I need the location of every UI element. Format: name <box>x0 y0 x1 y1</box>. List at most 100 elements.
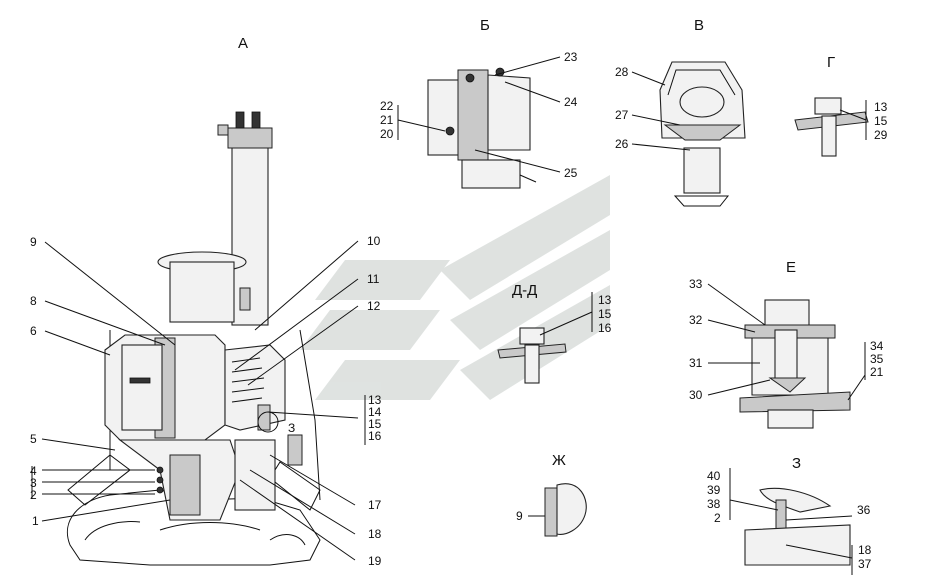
view-title-v: В <box>694 17 704 34</box>
callout-dd-15: 15 <box>598 307 612 321</box>
callout-10: 10 <box>367 234 381 248</box>
callout-15: 15 <box>368 417 382 431</box>
view-e: Е 33 32 31 30 34 35 21 <box>689 259 884 429</box>
view-dd-leaders <box>539 292 593 336</box>
view-v-cap-inner <box>667 69 736 96</box>
callout-e-32: 32 <box>689 313 703 327</box>
callout-b-21: 21 <box>380 113 394 127</box>
pipe-17 <box>234 439 276 511</box>
callout-v-28: 28 <box>615 65 629 79</box>
callout-8: 8 <box>30 294 37 308</box>
view-b-bolt <box>465 73 475 83</box>
callout-4: 4 <box>30 464 37 478</box>
callout-13: 13 <box>368 393 382 407</box>
view-v-leaders <box>631 71 691 151</box>
callout-e-34: 34 <box>870 339 884 353</box>
view-dd: Д-Д 13 15 16 <box>497 282 612 384</box>
view-dd-stud <box>524 344 540 384</box>
callout-e-30: 30 <box>689 388 703 402</box>
callout-z-2: 2 <box>714 511 721 525</box>
callout-zh-9: 9 <box>516 509 523 523</box>
callout-b-25: 25 <box>564 166 578 180</box>
air-cleaner-body <box>169 261 235 323</box>
intake-hose <box>224 344 286 431</box>
view-b-cable <box>519 174 537 183</box>
view-zh-stud <box>544 487 558 537</box>
view-g: Г 13 15 29 <box>794 54 888 157</box>
callout-b-24: 24 <box>564 95 578 109</box>
view-dd-nut <box>519 327 545 345</box>
callout-e-33: 33 <box>689 277 703 291</box>
view-b-pipe <box>487 74 531 151</box>
callout-dd-13: 13 <box>598 293 612 307</box>
view-v: В 28 27 26 <box>615 17 746 207</box>
manifold-flange <box>169 454 201 516</box>
view-e-leaders <box>707 283 866 401</box>
callout-14: 14 <box>368 405 382 419</box>
view-v-bulb <box>679 86 725 118</box>
callout-b-23: 23 <box>564 50 578 64</box>
exhaust-bracket <box>217 124 229 136</box>
view-z: З 40 39 38 2 36 18 37 <box>707 455 872 575</box>
view-v-stem <box>683 147 721 194</box>
view-g-nut <box>814 97 842 115</box>
callout-19: 19 <box>368 554 382 568</box>
tractor-body-contour <box>84 521 306 546</box>
callout-18: 18 <box>368 527 382 541</box>
view-z-leaders <box>729 468 853 575</box>
view-title-b: Б <box>480 17 490 34</box>
callout-11: 11 <box>367 272 380 286</box>
view-e-pipe <box>767 409 814 429</box>
view-b: Б 22 21 20 23 24 25 <box>380 17 578 189</box>
callout-g-13: 13 <box>874 100 888 114</box>
callout-1: 1 <box>32 514 39 528</box>
view-v-base <box>663 124 742 141</box>
callout-3: 3 <box>30 476 37 490</box>
callout-v-27: 27 <box>615 108 629 122</box>
nipple-fitting <box>287 434 303 466</box>
hose-corrugation <box>231 357 265 403</box>
main-view: А З <box>30 35 382 568</box>
view-g-leaders <box>839 100 867 140</box>
exhaust-clamp <box>227 127 273 149</box>
filter-clip <box>129 377 151 384</box>
callout-z-38: 38 <box>707 497 721 511</box>
callout-6: 6 <box>30 324 37 338</box>
hose-clamp <box>257 404 271 431</box>
view-e-cone <box>768 377 807 393</box>
view-b-leaders <box>397 56 561 173</box>
view-e-cap <box>764 299 810 329</box>
section-z-marker: З <box>288 421 295 435</box>
view-title-e: Е <box>786 259 796 276</box>
view-title-dd: Д-Д <box>512 282 537 299</box>
callout-v-26: 26 <box>615 137 629 151</box>
callout-dd-16: 16 <box>598 321 612 335</box>
air-cleaner-latch <box>239 287 251 311</box>
exhaust-bolt-2 <box>251 111 261 129</box>
view-b-bracket <box>461 159 521 189</box>
bolt-4 <box>156 466 164 474</box>
callout-z-39: 39 <box>707 483 721 497</box>
callout-e-35: 35 <box>870 352 884 366</box>
filter-element <box>121 344 163 431</box>
view-zh: Ж 9 <box>516 452 587 537</box>
callout-5: 5 <box>30 432 37 446</box>
callout-z-18: 18 <box>858 543 872 557</box>
callout-16: 16 <box>368 429 382 443</box>
view-e-base <box>739 391 851 413</box>
bolt-2 <box>156 486 164 494</box>
callout-b-20: 20 <box>380 127 394 141</box>
watermark-logo <box>300 175 610 400</box>
callout-e-21: 21 <box>870 365 884 379</box>
view-b-bolt-2 <box>445 126 455 136</box>
view-z-plate <box>744 524 851 566</box>
callout-12: 12 <box>367 299 381 313</box>
view-title-a: А <box>238 35 248 52</box>
callout-z-40: 40 <box>707 469 721 483</box>
view-g-stud <box>821 115 837 157</box>
bolt-3 <box>156 476 164 484</box>
view-e-valve <box>774 329 798 381</box>
view-title-zh: Ж <box>552 452 566 469</box>
callout-b-22: 22 <box>380 99 394 113</box>
